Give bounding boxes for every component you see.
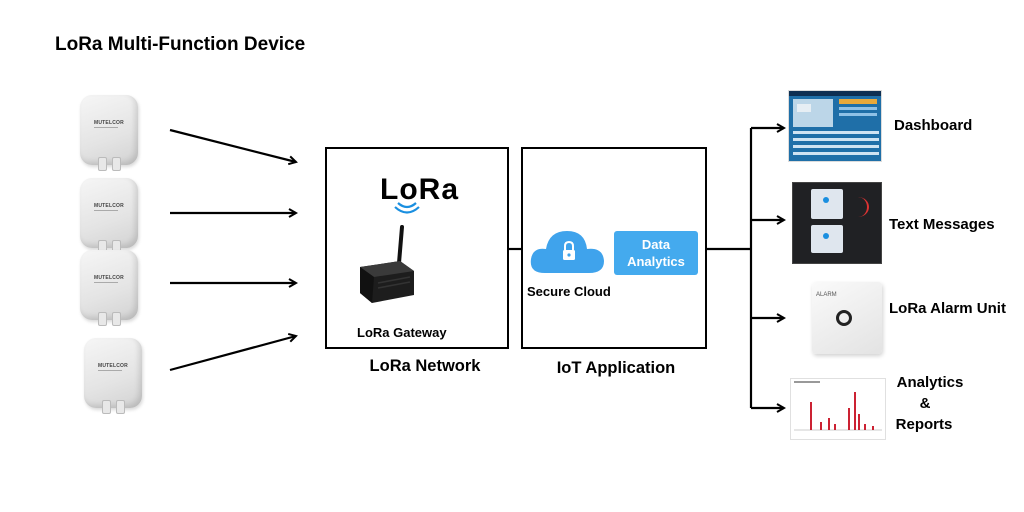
- lora-network-caption: LoRa Network: [369, 357, 481, 375]
- lora-logo-text: LoRa: [380, 173, 459, 206]
- sensor-arrow-1: [169, 128, 296, 162]
- data-analytics-box: Data Analytics: [614, 231, 698, 275]
- sensor-device-2: MUTELCOR: [80, 178, 138, 254]
- text-messages-label: Text Messages: [889, 216, 995, 233]
- analytics-reports-label-2: &: [919, 395, 931, 412]
- sensor-device-4: MUTELCOR: [84, 338, 142, 414]
- sensor-brand: MUTELCOR: [94, 120, 124, 126]
- alarm-device-text: ALARM: [816, 292, 837, 298]
- secure-cloud-label: Secure Cloud: [527, 284, 611, 299]
- alarm-unit-label: LoRa Alarm Unit: [889, 300, 1006, 317]
- dashboard-thumbnail: [788, 90, 882, 162]
- sensor-brand: MUTELCOR: [94, 203, 124, 209]
- data-analytics-line1: Data: [641, 237, 671, 252]
- dashboard-label: Dashboard: [894, 117, 973, 134]
- lora-network-box: [325, 147, 509, 349]
- data-analytics-line2: Analytics: [627, 254, 685, 269]
- sensor-brand: MUTELCOR: [94, 275, 124, 281]
- iot-application-caption: IoT Application: [556, 359, 676, 377]
- diagram-title: LoRa Multi-Function Device: [55, 34, 306, 55]
- gateway-label: LoRa Gateway: [357, 325, 447, 340]
- signal-waves-icon: [394, 202, 420, 214]
- analytics-report-thumbnail: [790, 378, 886, 440]
- sensor-device-3: MUTELCOR: [80, 250, 138, 326]
- text-messages-thumbnail: [792, 182, 882, 264]
- analytics-reports-label-1: Analytics: [896, 374, 964, 391]
- analytics-reports-label-3: Reports: [895, 416, 953, 433]
- sensor-device-1: MUTELCOR: [80, 95, 138, 171]
- lock-icon: [563, 240, 575, 260]
- gateway-device-icon: [360, 225, 414, 303]
- sensor-brand: MUTELCOR: [98, 363, 128, 369]
- alarm-unit-image: ALARM: [812, 282, 882, 354]
- sensor-arrow-4: [169, 336, 296, 372]
